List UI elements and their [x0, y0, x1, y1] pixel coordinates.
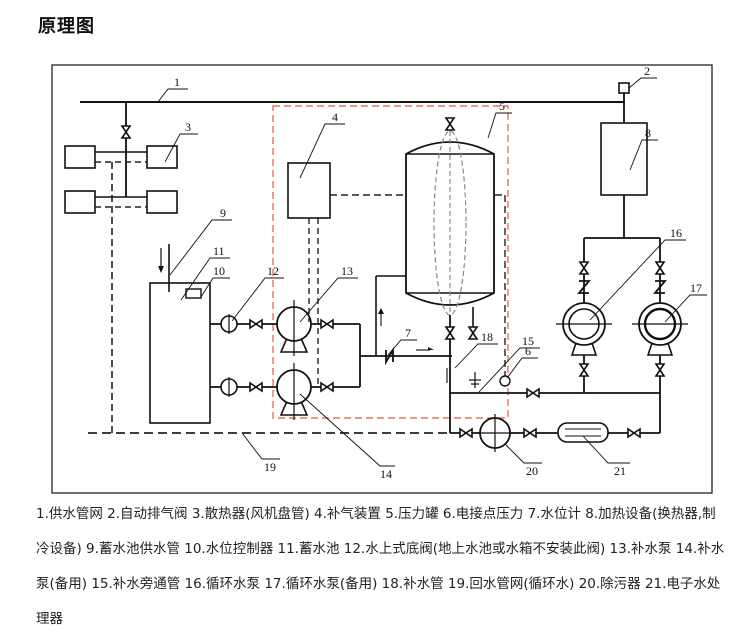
label-14: 14 [380, 467, 392, 481]
label-17: 17 [690, 281, 702, 295]
heating-equipment [600, 122, 648, 196]
makeup-pump-lines [210, 314, 452, 397]
schematic-diagram: 1 2 3 4 5 6 7 8 9 10 11 12 13 14 15 16 1… [51, 64, 713, 494]
label-10: 10 [213, 264, 225, 278]
highlight-region [272, 105, 509, 419]
page-title: 原理图 [38, 16, 95, 37]
label-2: 2 [644, 64, 650, 78]
label-16: 16 [670, 226, 682, 240]
label-20: 20 [526, 464, 538, 478]
reservoir [149, 282, 211, 424]
callout-labels: 1 2 3 4 5 6 7 8 9 10 11 12 13 14 15 16 1… [174, 64, 702, 481]
label-15: 15 [522, 334, 534, 348]
label-18: 18 [481, 330, 493, 344]
radiators [64, 102, 178, 433]
label-1: 1 [174, 75, 180, 89]
label-3: 3 [185, 120, 191, 134]
label-7: 7 [405, 326, 411, 340]
label-12: 12 [267, 264, 279, 278]
diagram-frame [51, 64, 713, 494]
label-5: 5 [499, 99, 505, 113]
label-13: 13 [341, 264, 353, 278]
label-9: 9 [220, 206, 226, 220]
bypass-pipe [469, 372, 481, 388]
check-valve [385, 346, 394, 366]
label-21: 21 [614, 464, 626, 478]
pressure-tank [405, 117, 495, 316]
makeup-pump [276, 300, 312, 356]
label-4: 4 [332, 110, 338, 124]
label-19: 19 [264, 460, 276, 474]
makeup-pump-backup [276, 363, 312, 420]
pressure-gauge [499, 375, 511, 387]
circulating-pump [556, 302, 612, 356]
leader-lines [157, 77, 707, 467]
label-8: 8 [645, 126, 651, 140]
auto-air-vent [618, 82, 630, 94]
label-11: 11 [213, 244, 225, 258]
electronic-water-processor [557, 422, 609, 443]
label-6: 6 [525, 344, 531, 358]
air-supply-device [287, 162, 331, 219]
level-controller [185, 288, 202, 299]
circulating-pump-backup [632, 302, 688, 356]
legend: 1.供水管网 2.自动排气阀 3.散热器(风机盘管) 4.补气装置 5.压力罐 … [36, 506, 725, 627]
